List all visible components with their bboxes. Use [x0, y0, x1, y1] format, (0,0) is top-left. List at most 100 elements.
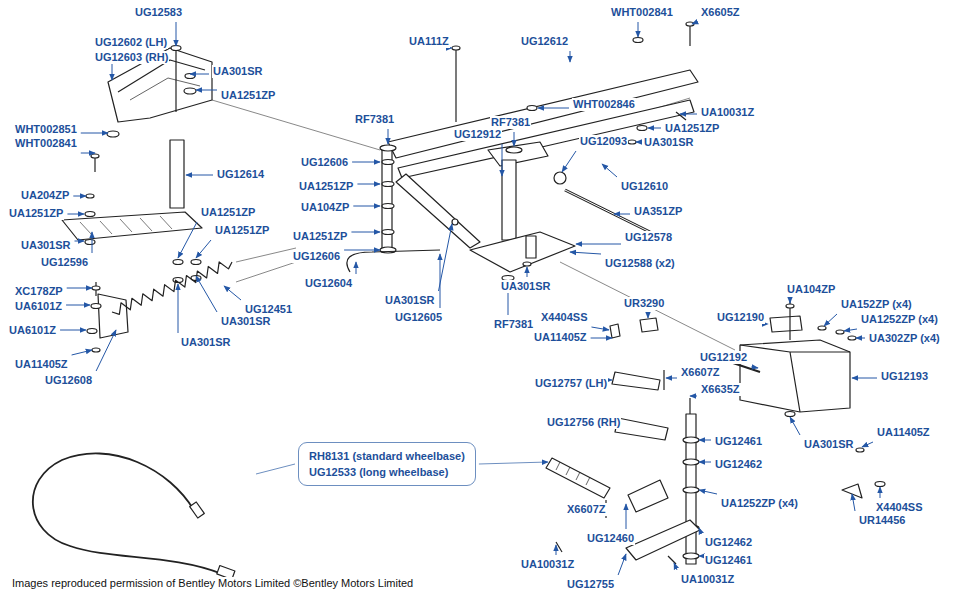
- part-number: UG12533 (long wheelbase): [309, 464, 465, 480]
- leader-arrow: [556, 545, 557, 555]
- part-number: UA11405Z: [14, 358, 69, 371]
- leader-arrow: [92, 232, 93, 253]
- part-number: RH8131 (standard wheelbase): [309, 448, 465, 464]
- leader-arrow: [440, 254, 441, 308]
- part-number: UG12192: [699, 351, 748, 364]
- part-number: UG12912: [453, 128, 502, 141]
- leader-arrow: [699, 528, 701, 533]
- part-number: UG12606: [300, 156, 349, 169]
- part-number: X6607Z: [566, 503, 607, 516]
- part-number: X4404SS: [875, 501, 923, 514]
- leader-arrow: [351, 232, 380, 233]
- leader-arrow: [562, 151, 576, 172]
- leader-arrow: [611, 380, 613, 381]
- part-number: WHT002846: [572, 98, 636, 111]
- part-number: UA104ZP: [300, 201, 350, 214]
- part-number: UG12610: [620, 180, 669, 193]
- part-number: UA1251ZP: [200, 206, 256, 219]
- leader-arrow: [352, 162, 380, 163]
- leader-arrow: [636, 142, 640, 143]
- part-number: UA301SR: [384, 294, 436, 307]
- leader-arrow: [790, 299, 791, 303]
- part-number: X6605Z: [700, 6, 741, 19]
- part-callout-box: RH8131 (standard wheelbase)UG12533 (long…: [298, 442, 476, 486]
- leader-arrow: [591, 327, 609, 330]
- linkage-drawing: [33, 22, 885, 579]
- leader-arrow: [196, 276, 217, 312]
- leader-arrow: [502, 144, 503, 176]
- leader-arrow: [60, 330, 86, 331]
- leader-arrow: [852, 378, 877, 379]
- leader-arrow: [190, 74, 209, 75]
- leader-arrow: [699, 462, 711, 463]
- leader-arrow: [638, 22, 639, 37]
- part-number: UG12190: [716, 311, 765, 324]
- spring-symbol: [112, 262, 232, 314]
- leader-arrow: [72, 350, 92, 355]
- part-number: RF7381: [354, 113, 395, 126]
- part-number: UG12461: [704, 554, 753, 567]
- leader-arrow: [96, 330, 116, 371]
- part-number: UG12614: [216, 168, 265, 181]
- part-number: UG12605: [394, 311, 443, 324]
- leader-arrow: [699, 440, 711, 441]
- leader-arrow: [699, 490, 717, 494]
- leader-arrow: [514, 132, 515, 146]
- leader-arrow: [178, 284, 179, 333]
- copyright-caption: Images reproduced permission of Bentley …: [12, 577, 413, 589]
- leader-arrow: [224, 286, 241, 300]
- part-number: UG12602 (LH): [94, 36, 168, 49]
- leader-line: [256, 464, 295, 474]
- part-number: UA10031Z: [680, 573, 735, 586]
- leader-arrow: [674, 563, 677, 570]
- part-number: UG12612: [520, 35, 569, 48]
- part-number: UA1251ZP: [214, 224, 270, 237]
- leader-arrow: [692, 22, 697, 24]
- part-number: UA301SR: [803, 438, 855, 451]
- part-number: UA302ZP (x4): [868, 332, 941, 345]
- part-number: UG12462: [714, 458, 763, 471]
- part-number: UA301SR: [180, 336, 232, 349]
- leader-arrow: [73, 196, 86, 197]
- leader-arrow: [81, 153, 95, 154]
- part-number: UA1252ZP (x4): [720, 497, 799, 510]
- part-number: WHT002851: [14, 123, 78, 136]
- part-number: UG12608: [44, 374, 93, 387]
- leader-arrow: [75, 241, 84, 242]
- leader-arrow: [666, 378, 677, 379]
- leader-arrow: [66, 305, 90, 306]
- part-number: UA1251ZP: [220, 89, 276, 102]
- part-number: X6607Z: [680, 366, 721, 379]
- part-number: X4404SS: [540, 311, 588, 324]
- part-number: UR14456: [858, 514, 906, 527]
- part-number: UG12583: [134, 6, 183, 19]
- part-number: UA6101Z: [8, 324, 57, 337]
- leader-arrow: [626, 504, 627, 529]
- part-number: UA351ZP: [633, 205, 683, 218]
- leader-arrow: [176, 22, 177, 46]
- leader-arrow: [790, 417, 800, 435]
- part-number: UA10031Z: [520, 558, 575, 571]
- leader-arrow: [356, 262, 357, 274]
- part-number: UG12755: [566, 578, 615, 591]
- leader-arrow: [186, 175, 213, 176]
- leader-arrow: [576, 244, 621, 245]
- part-number: UA11405Z: [876, 426, 931, 439]
- part-number: UA1251ZP: [298, 180, 354, 193]
- leader-arrow: [699, 556, 701, 557]
- leader-arrow: [824, 314, 837, 326]
- leader-arrow: [648, 128, 661, 129]
- leader-arrow: [388, 129, 389, 144]
- leader-arrow: [196, 90, 217, 91]
- leader-arrow: [618, 554, 626, 575]
- part-number: UA10031Z: [700, 106, 755, 119]
- leader-arrow: [527, 267, 528, 277]
- part-number: UA301SR: [643, 136, 695, 149]
- leader-arrow: [602, 164, 617, 177]
- part-number: UG12756 (RH): [546, 416, 621, 429]
- part-number: UG12588 (x2): [604, 257, 676, 270]
- part-number: UA1251ZP: [292, 230, 348, 243]
- part-number: X6635Z: [700, 383, 741, 396]
- leader-arrow: [880, 487, 881, 498]
